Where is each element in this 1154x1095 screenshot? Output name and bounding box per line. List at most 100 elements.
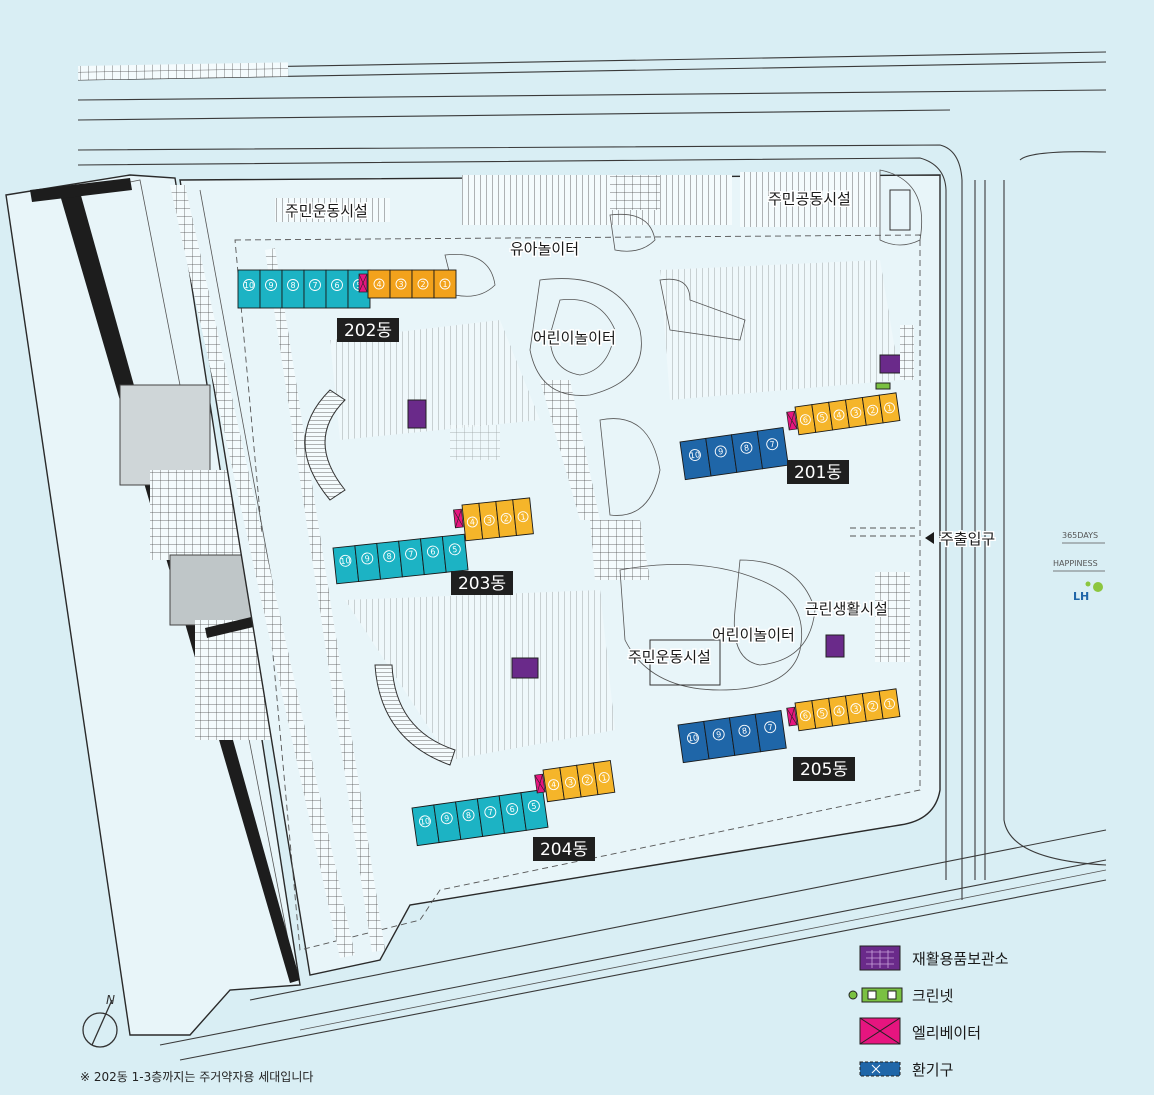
unit-number: 6 — [802, 711, 808, 721]
unit-line: 4 — [367, 269, 391, 299]
unit-number: 9 — [364, 554, 370, 563]
unit-number: 9 — [718, 447, 724, 457]
unit-line: 2 — [576, 762, 599, 798]
unit-number: 1 — [520, 512, 526, 521]
legend-label: 크린넷 — [912, 987, 953, 1005]
unit-number: 2 — [870, 702, 876, 712]
elevator-marker — [453, 508, 464, 529]
label-main-entrance: 주출입구 — [940, 530, 995, 548]
elevator-marker — [534, 773, 546, 794]
unit-number: 6 — [334, 281, 339, 290]
building-label-203: 203동 — [451, 571, 513, 595]
building-label-205: 205동 — [793, 757, 855, 781]
compass-icon — [82, 1012, 118, 1048]
unit-number: 5 — [819, 709, 825, 719]
north-facility-band — [275, 169, 923, 246]
unit-number: 3 — [853, 704, 859, 714]
vent-icon — [859, 1061, 901, 1077]
lh-logo: LH — [1073, 590, 1089, 603]
label-neighborhood: 근린생활시설 — [805, 600, 888, 618]
label-fitness-1: 주민운동시설 — [285, 202, 368, 220]
unit-line: 7 — [303, 269, 327, 309]
buildings-layer: 10987654321202동10987654321201동1098765432… — [237, 269, 901, 861]
unit-line: 6 — [325, 269, 349, 309]
elevator-marker — [786, 706, 798, 727]
unit-number: 8 — [386, 552, 392, 561]
unit-number: 6 — [802, 415, 808, 425]
unit-number: 8 — [290, 281, 295, 290]
unit-number: 5 — [819, 413, 825, 423]
unit-number: 2 — [420, 280, 425, 289]
unit-number: 3 — [398, 280, 403, 289]
legend-item-cleannet: 크린넷 — [848, 987, 953, 1005]
unit-number: 8 — [741, 726, 747, 736]
unit-number: 6 — [430, 547, 436, 556]
unit-number: 10 — [689, 450, 700, 460]
unit-number: 3 — [853, 408, 859, 418]
unit-number: 1 — [601, 773, 607, 783]
unit-number: 4 — [836, 410, 842, 420]
unit-line: 7 — [476, 795, 505, 837]
main-entrance: 주출입구 — [850, 527, 997, 550]
unit-number: 1 — [886, 699, 892, 709]
unit-number: 6 — [509, 805, 515, 815]
unit-number: 1 — [442, 280, 447, 289]
unit-line: 1 — [878, 688, 901, 720]
legend-label: 환기구 — [912, 1061, 953, 1079]
brand-line2: HAPPINESS — [1053, 559, 1098, 568]
building-name: 203동 — [458, 574, 506, 594]
unit-line: 8 — [376, 540, 403, 580]
footnote: ※ 202동 1-3층까지는 주거약자용 세대입니다 — [80, 1070, 314, 1084]
unit-number: 2 — [503, 514, 509, 523]
unit-line: 1 — [512, 497, 534, 536]
ramp-structures — [304, 389, 456, 766]
unit-line: 3 — [389, 269, 413, 299]
neighborhood-facility-structure — [875, 572, 910, 662]
lh-brand: 365DAYS HAPPINESS LH — [1053, 531, 1105, 603]
unit-line: 2 — [861, 690, 884, 722]
unit-line: 7 — [754, 710, 787, 753]
label-toddler-play: 유아놀이터 — [510, 240, 579, 258]
facility-labels: 주민운동시설 유아놀이터 주민공동시설 어린이놀이터 어린이놀이터 근린생활시설… — [284, 189, 890, 668]
unit-number: 7 — [312, 281, 317, 290]
unit-number: 7 — [487, 808, 493, 818]
unit-line: 6 — [498, 792, 527, 834]
unit-number: 9 — [268, 281, 273, 290]
building-label-202: 202동 — [337, 318, 399, 342]
unit-number: 10 — [687, 733, 698, 743]
unit-line: 2 — [411, 269, 435, 299]
unit-line: 10 — [332, 545, 360, 585]
label-fitness-2: 주민운동시설 — [628, 648, 711, 666]
legend-item-recycling: 재활용품보관소 — [859, 945, 1009, 971]
outer-roads — [77, 51, 1107, 1061]
unit-line: 1 — [592, 760, 616, 796]
unit-line: 6 — [420, 536, 447, 576]
building-name: 202동 — [344, 321, 392, 341]
legend-label: 엘리베이터 — [912, 1024, 981, 1042]
unit-number: 2 — [584, 775, 590, 785]
lh-logo-dot-icon — [1093, 582, 1103, 592]
unit-number: 10 — [340, 556, 351, 566]
unit-line: 5 — [811, 697, 834, 729]
label-community: 주민공동시설 — [768, 190, 851, 208]
elevator-marker — [786, 410, 798, 431]
unit-number: 4 — [551, 780, 557, 790]
unit-line: 10 — [237, 269, 261, 309]
label-kids-play-2: 어린이놀이터 — [712, 626, 795, 644]
unit-line: 9 — [354, 542, 382, 582]
unit-number: 4 — [469, 518, 475, 527]
unit-line: 7 — [756, 427, 789, 470]
unit-line: 10 — [677, 720, 710, 764]
legend: 재활용품보관소 크린넷 엘리베이터 환기구 — [848, 945, 1009, 1079]
unit-number: 7 — [767, 723, 773, 733]
unit-number: 8 — [465, 811, 471, 821]
legend-item-vent: 환기구 — [859, 1061, 953, 1079]
